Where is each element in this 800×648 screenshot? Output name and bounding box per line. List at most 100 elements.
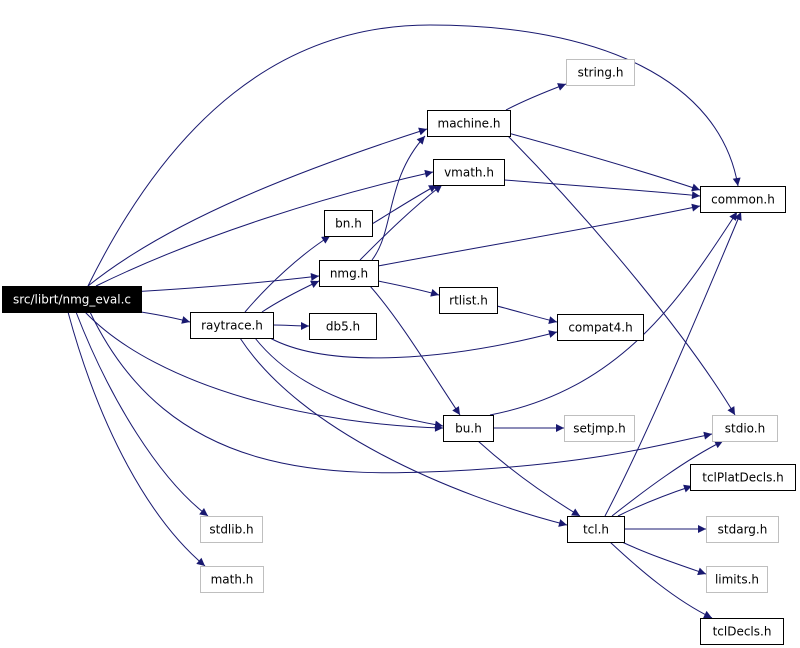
node-label: src/librt/nmg_eval.c: [13, 293, 131, 307]
node-common[interactable]: common.h: [700, 186, 786, 213]
node-bn[interactable]: bn.h: [324, 210, 373, 237]
node-box: [564, 415, 635, 442]
node-box: [2, 286, 142, 313]
edge-bu-to-common: [489, 211, 738, 416]
node-label: raytrace.h: [201, 319, 263, 333]
edge-tcl-to-tclPlatDecls: [617, 484, 693, 517]
edge-machine-to-stdio: [507, 135, 736, 416]
node-box: [319, 260, 379, 287]
edges-layer: [67, 24, 742, 619]
edge-nmg-to-bu: [369, 285, 461, 416]
node-box: [690, 464, 796, 491]
node-setjmp: setjmp.h: [564, 415, 635, 442]
node-box: [439, 287, 498, 314]
node-box: [324, 210, 373, 237]
edge-nmg_eval-to-stdlib: [75, 311, 209, 517]
edge-machine-to-string: [505, 83, 567, 111]
node-tcl[interactable]: tcl.h: [567, 516, 625, 543]
edge-nmg_eval-to-math: [67, 311, 206, 567]
node-label: string.h: [578, 66, 624, 80]
node-nmg-eval[interactable]: src/librt/nmg_eval.c: [2, 286, 142, 313]
node-box: [443, 415, 494, 442]
edge-nmg-to-rtlist: [377, 280, 440, 297]
node-label: limits.h: [715, 573, 759, 587]
node-raytrace[interactable]: raytrace.h: [190, 312, 274, 339]
node-label: vmath.h: [444, 166, 494, 180]
node-bu[interactable]: bu.h: [443, 415, 494, 442]
edge-raytrace-to-nmg: [261, 280, 320, 313]
node-box: [427, 110, 511, 137]
node-compat4[interactable]: compat4.h: [557, 314, 644, 341]
node-box: [309, 313, 377, 340]
nodes-layer: src/librt/nmg_eval.c string.h machine.h vma…: [2, 59, 796, 645]
node-label: nmg.h: [330, 267, 368, 281]
edge-raytrace-to-db5: [272, 321, 310, 330]
edge-bu-to-tcl: [477, 440, 581, 517]
node-stdio: stdio.h: [712, 415, 778, 442]
node-label: machine.h: [438, 117, 501, 131]
node-stdarg: stdarg.h: [706, 516, 779, 543]
node-label: bn.h: [335, 217, 362, 231]
node-box: [566, 59, 635, 86]
node-machine[interactable]: machine.h: [427, 110, 511, 137]
edge-nmg-to-common: [377, 203, 701, 267]
edge-nmg_eval-to-stdio: [89, 311, 713, 474]
node-string: string.h: [566, 59, 635, 86]
node-math: math.h: [200, 566, 264, 593]
node-label: stdarg.h: [718, 523, 768, 537]
edge-raytrace-to-compat4: [269, 330, 558, 359]
node-label: tclDecls.h: [713, 625, 772, 639]
edge-nmg-to-machine: [371, 135, 426, 261]
edge-nmg_eval-to-vmath: [95, 169, 434, 287]
node-limits: limits.h: [706, 566, 768, 593]
node-label: compat4.h: [568, 321, 632, 335]
node-box: [190, 312, 274, 339]
node-db5[interactable]: db5.h: [309, 313, 377, 340]
edge-tcl-to-tclDecls: [609, 541, 713, 619]
node-box: [706, 516, 779, 543]
node-box: [700, 186, 786, 213]
node-rtlist[interactable]: rtlist.h: [439, 287, 498, 314]
node-label: bu.h: [455, 422, 482, 436]
edge-tcl-to-limits: [621, 541, 707, 576]
node-box: [712, 415, 778, 442]
node-box: [706, 566, 768, 593]
node-box: [200, 516, 263, 543]
node-nmg[interactable]: nmg.h: [319, 260, 379, 287]
edge-nmg-to-vmath: [359, 184, 443, 261]
node-label: setjmp.h: [573, 422, 625, 436]
node-label: stdlib.h: [209, 523, 253, 537]
edge-raytrace-to-bu: [254, 337, 444, 429]
edge-raytrace-to-bn: [244, 235, 331, 313]
node-label: tcl.h: [583, 523, 609, 537]
node-box: [557, 314, 644, 341]
node-tclplatdecls[interactable]: tclPlatDecls.h: [690, 464, 796, 491]
node-box: [200, 566, 264, 593]
node-box: [567, 516, 625, 543]
node-tcldecls[interactable]: tclDecls.h: [700, 618, 784, 645]
node-label: tclPlatDecls.h: [702, 471, 784, 485]
node-label: rtlist.h: [449, 294, 488, 308]
node-label: db5.h: [326, 320, 360, 334]
edge-bn-to-vmath: [371, 184, 438, 225]
node-box: [700, 618, 784, 645]
node-box: [433, 159, 505, 186]
node-label: stdio.h: [725, 422, 765, 436]
edge-vmath-to-common: [503, 179, 701, 200]
edge-nmg_eval-to-machine: [87, 127, 428, 287]
edge-tcl-to-stdio: [611, 440, 724, 517]
edge-raytrace-to-tcl: [239, 337, 568, 527]
edge-tcl-to-common: [604, 211, 742, 517]
edge-nmg_eval-to-bu: [84, 311, 444, 432]
edge-rtlist-to-compat4: [496, 305, 558, 325]
node-vmath[interactable]: vmath.h: [433, 159, 505, 186]
edge-machine-to-common: [507, 132, 701, 192]
edge-nmg_eval-to-nmg: [129, 272, 320, 293]
node-label: math.h: [211, 573, 254, 587]
node-stdlib: stdlib.h: [200, 516, 263, 543]
edge-nmg_eval-to-raytrace: [140, 311, 191, 324]
node-label: common.h: [711, 193, 775, 207]
edge-nmg_eval-to-common: [87, 24, 741, 287]
